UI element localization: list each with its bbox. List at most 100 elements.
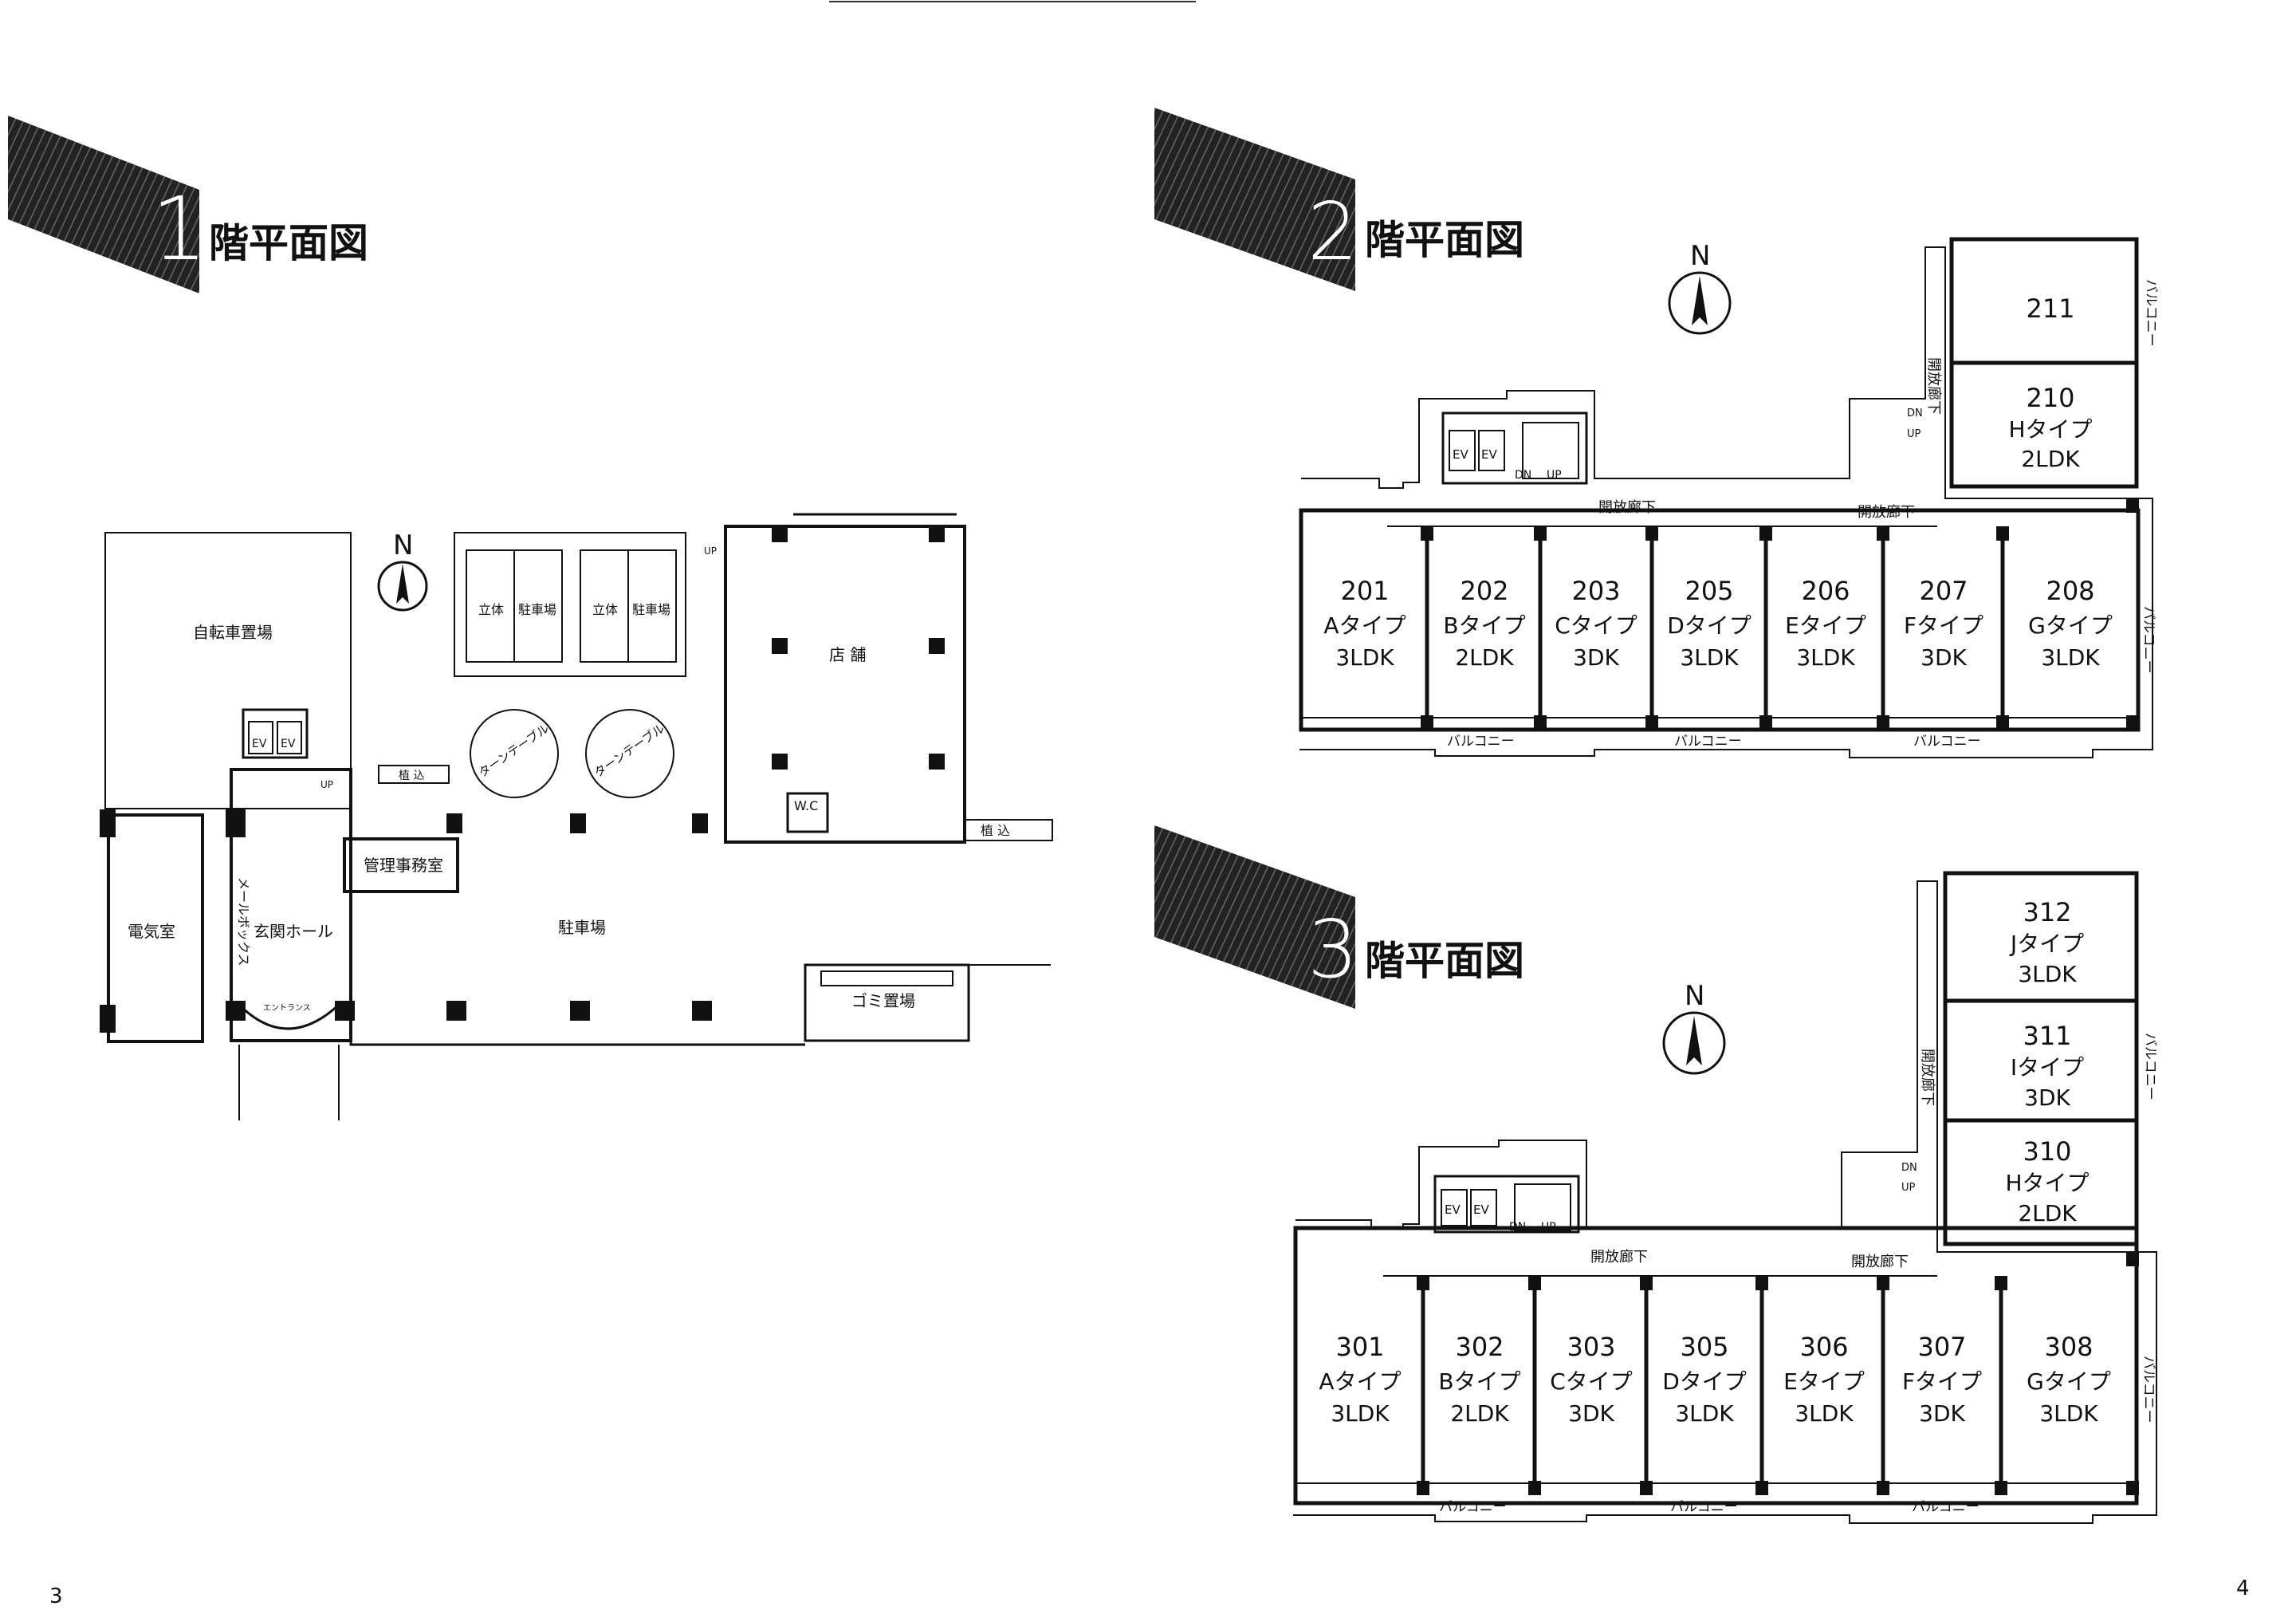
unit-plan: 3LDK (1675, 1400, 1734, 1427)
floor2-number: 2 (1307, 185, 1358, 278)
label-shop: 店 舗 (829, 645, 866, 664)
unit-type: Dタイプ (1662, 1368, 1747, 1395)
f2-balcony-2: バルコニー (1674, 734, 1742, 750)
unit-type: Eタイプ (1783, 1368, 1865, 1395)
unit-plan: 2LDK (1455, 644, 1514, 671)
f2-corridor-vertical: 開放廊下 (1925, 357, 1942, 415)
f2-corridor-1: 開放廊下 (1598, 499, 1656, 516)
unit-plan: 3LDK (1795, 1400, 1854, 1427)
unit-type: Jタイプ (2009, 931, 2084, 957)
label-electric-room: 電気室 (128, 922, 175, 941)
unit-plan: 3DK (1568, 1400, 1614, 1427)
unit-number: 303 (1567, 1332, 1615, 1362)
unit-number: 305 (1680, 1332, 1728, 1362)
floor2-plan: 2 階平面図 N (1154, 108, 2159, 758)
floor1-plan: 1 階平面図 N (8, 116, 1053, 1120)
floor1-title-band (8, 116, 199, 293)
floor2-title-band (1154, 108, 1355, 291)
unit-number: 211 (2026, 293, 2074, 324)
svg-text:N: N (393, 529, 413, 561)
label-ev-2: EV (281, 738, 296, 750)
unit-type: Iタイプ (2011, 1054, 2084, 1081)
label-turntable-1: ターンテーブル (476, 721, 552, 780)
page-number-right: 4 (2236, 1577, 2250, 1600)
label-up-shop: UP (704, 545, 717, 557)
unit-plan: 3LDK (2018, 961, 2077, 987)
f2-balcony-right: バルコニー (2141, 606, 2156, 674)
f3-balcony-2: バルコニー (1670, 1499, 1738, 1515)
f3-corridor-2: 開放廊下 (1851, 1254, 1909, 1270)
unit-type: Bタイプ (1443, 612, 1525, 639)
unit-number: 307 (1917, 1332, 1966, 1362)
unit-type: Fタイプ (1904, 612, 1983, 639)
unit-number: 203 (1571, 576, 1620, 606)
label-bicycle-parking: 自転車置場 (193, 623, 273, 642)
label-turntable-2: ターンテーブル (592, 721, 667, 780)
floor3-title-band (1154, 825, 1355, 1009)
unit-number: 306 (1799, 1332, 1848, 1362)
f2-up-2: UP (1907, 428, 1921, 440)
unit-number: 311 (2023, 1021, 2071, 1051)
north-arrow-icon: N (1668, 240, 1732, 335)
unit-plan: 3LDK (1796, 644, 1855, 671)
unit-number: 310 (2023, 1136, 2071, 1167)
unit-type: Dタイプ (1667, 612, 1751, 639)
unit-number: 301 (1335, 1332, 1384, 1362)
f3-ev-1: EV (1445, 1203, 1461, 1217)
unit-number: 201 (1340, 576, 1389, 606)
svg-text:N: N (1690, 240, 1710, 272)
unit-plan: 3DK (1919, 1400, 1965, 1427)
unit-number: 210 (2026, 383, 2074, 413)
unit-plan: 2LDK (2021, 446, 2080, 472)
label-up: UP (320, 779, 333, 790)
label-mech-parking-1b: 駐車場 (518, 602, 556, 617)
unit-number: 206 (1801, 576, 1850, 606)
unit-plan: 3DK (1573, 644, 1619, 671)
unit-number: 302 (1455, 1332, 1504, 1362)
floor2-title: 階平面図 (1365, 216, 1524, 263)
f2-corridor-2: 開放廊下 (1858, 504, 1915, 521)
floor2-unit-labels: 201Aタイプ3LDK202Bタイプ2LDK203Cタイプ3DK205Dタイプ3… (1323, 576, 2112, 671)
unit-plan: 3LDK (2039, 1400, 2098, 1427)
label-garbage: ゴミ置場 (851, 991, 915, 1010)
north-arrow-icon: N (1662, 980, 1726, 1075)
f2-ev-1: EV (1453, 447, 1468, 462)
unit-type: Gタイプ (2028, 612, 2113, 639)
f2-up: UP (1547, 469, 1562, 482)
floor1-title: 階平面図 (209, 219, 368, 266)
svg-text:N: N (1685, 980, 1704, 1012)
floor3-number: 3 (1307, 903, 1358, 996)
unit-type: Cタイプ (1555, 612, 1637, 639)
label-planter-2: 植 込 (981, 823, 1010, 838)
unit-number: 312 (2023, 897, 2071, 927)
f2-ev-2: EV (1481, 447, 1497, 462)
unit-type: Aタイプ (1319, 1368, 1401, 1395)
label-mailbox: メールボックス (236, 877, 251, 966)
f2-balcony-3: バルコニー (1913, 734, 1981, 750)
north-arrow-icon: N (377, 529, 428, 612)
f3-balcony-upper: バルコニー (2142, 1033, 2158, 1100)
f3-up-2: UP (1901, 1182, 1916, 1194)
unit-number: 207 (1919, 576, 1968, 606)
unit-plan: 3LDK (2041, 644, 2100, 671)
unit-type: Fタイプ (1902, 1368, 1982, 1395)
f2-dn-2: DN (1907, 407, 1923, 419)
unit-plan: 3LDK (1335, 644, 1394, 671)
floor1-number: 1 (151, 178, 207, 280)
f3-corridor-vertical: 開放廊下 (1919, 1049, 1936, 1106)
unit-plan: 2LDK (1450, 1400, 1509, 1427)
f3-corridor-1: 開放廊下 (1590, 1249, 1648, 1266)
f3-up: UP (1541, 1221, 1556, 1234)
unit-type: Aタイプ (1323, 612, 1406, 639)
f2-balcony-upper: バルコニー (2143, 279, 2159, 347)
floor3-unit-labels: 301Aタイプ3LDK302Bタイプ2LDK303Cタイプ3DK305Dタイプ3… (1319, 1332, 2110, 1427)
label-mech-parking-2a: 立体 (592, 602, 618, 617)
page-number-left: 3 (49, 1584, 63, 1608)
f3-balcony-1: バルコニー (1439, 1499, 1507, 1515)
label-wc: W.C (794, 798, 818, 813)
unit-type: Hタイプ (2008, 416, 2092, 443)
label-mech-parking-1a: 立体 (478, 602, 504, 617)
unit-plan: 2LDK (2018, 1200, 2077, 1226)
